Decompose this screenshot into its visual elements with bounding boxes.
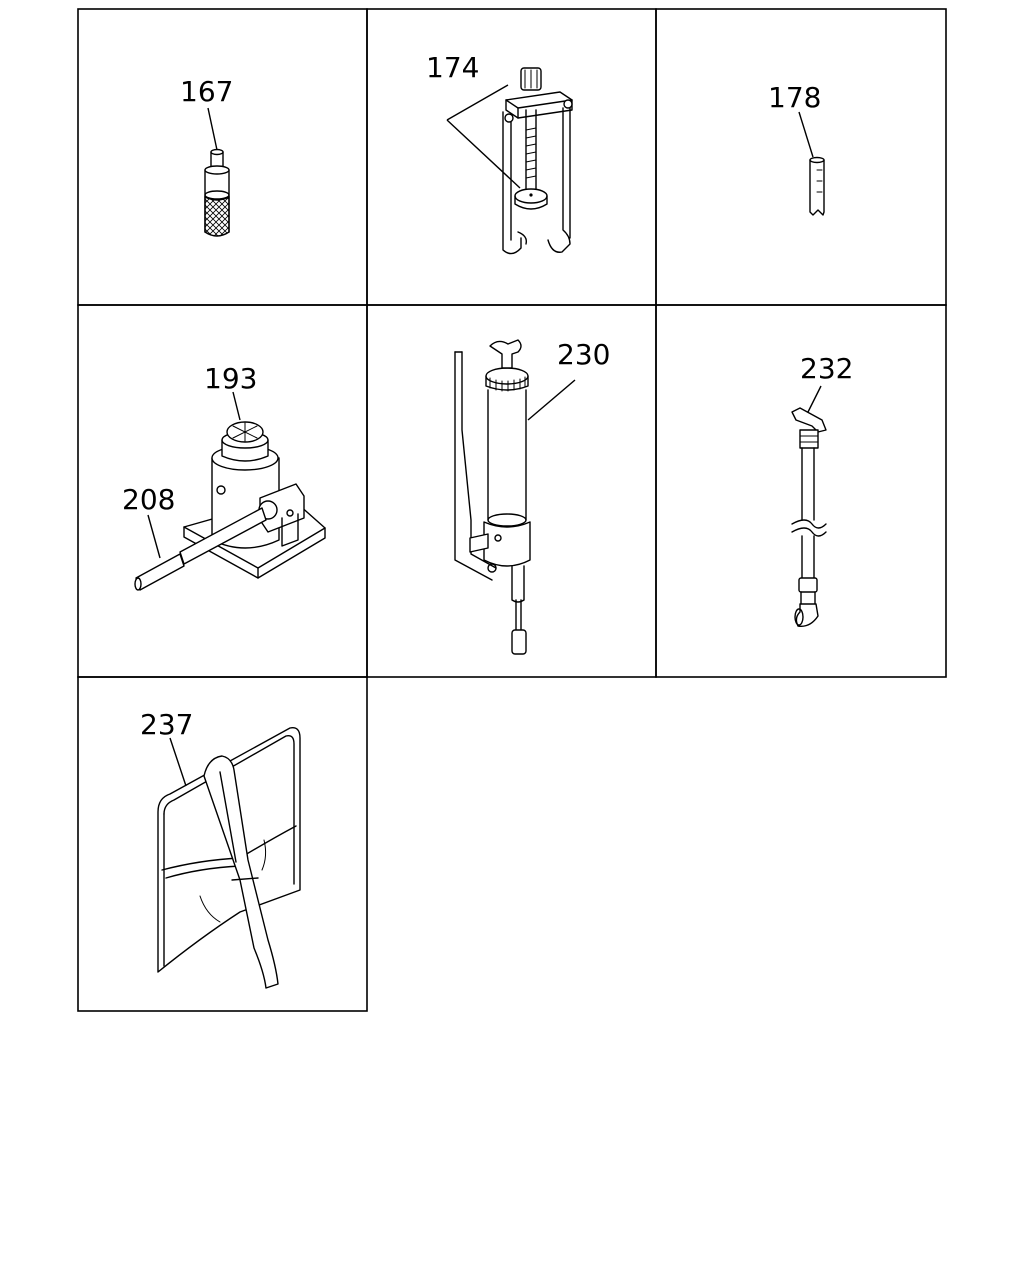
callout-167: 167 <box>180 75 233 108</box>
part-232-drawing: 232 <box>791 352 853 627</box>
part-167-drawing: 167 <box>180 75 233 237</box>
callout-237: 237 <box>140 708 193 741</box>
callout-174: 174 <box>426 51 479 84</box>
callout-208: 208 <box>122 483 175 516</box>
part-174-drawing: 174 <box>426 51 573 255</box>
cell-237 <box>77 676 368 1012</box>
part-230-drawing: 230 <box>454 338 610 655</box>
callout-193: 193 <box>204 362 257 395</box>
callout-178: 178 <box>768 81 821 114</box>
cell-232 <box>655 304 947 678</box>
part-193-208-drawing: 193 208 <box>122 362 326 591</box>
part-237-drawing: 237 <box>140 708 301 989</box>
callout-232: 232 <box>800 352 853 385</box>
part-178-drawing: 178 <box>768 81 825 216</box>
callout-230: 230 <box>557 338 610 371</box>
cell-178 <box>655 8 947 306</box>
cell-grid <box>77 8 947 1012</box>
